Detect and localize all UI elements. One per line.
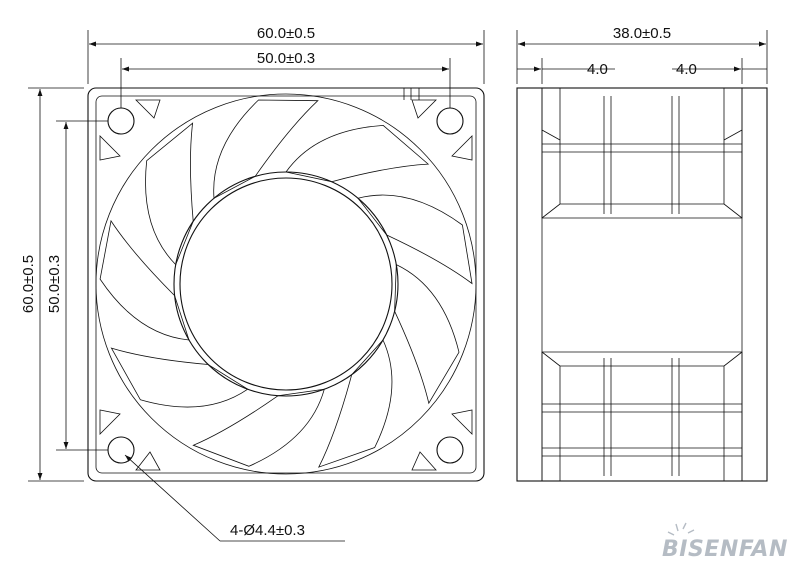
fan-blade — [357, 194, 473, 285]
fan-frame-inner — [95, 95, 477, 474]
mounting-hole-top-left — [107, 107, 135, 135]
fan-blade — [110, 347, 249, 408]
dim-label-hole-spacing-height: 50.0±0.3 — [46, 255, 63, 313]
cable-notch — [403, 88, 420, 100]
fan-blade — [99, 219, 190, 341]
dim-label-mounting-holes: 4-Ø4.4±0.3 — [230, 522, 305, 539]
fan-blade — [213, 99, 319, 199]
dim-label-flange-left: 4.0 — [587, 61, 608, 78]
side-frame-outline — [516, 87, 768, 482]
fan-blade — [285, 124, 430, 183]
logo-text: BISENFAN — [662, 537, 788, 562]
fan-hub-outer — [173, 171, 399, 397]
fan-blade — [145, 122, 194, 266]
dim-label-hole-spacing-width: 50.0±0.3 — [257, 50, 315, 67]
fan-housing-ring — [95, 93, 477, 475]
front-view: 60.0±0.5 50.0±0.3 60.0±0.5 50.0±0.3 4-Ø4… — [20, 25, 485, 542]
fan-blade — [317, 339, 393, 468]
fan-blades — [99, 99, 473, 468]
side-lower-window — [541, 351, 743, 481]
fan-blade — [394, 263, 460, 405]
brand-logo: BISENFAN — [662, 522, 788, 562]
dim-label-outer-width: 60.0±0.5 — [257, 25, 315, 42]
side-view: 38.0±0.5 4.0 4.0 — [516, 25, 768, 482]
mounting-hole-top-right — [436, 107, 464, 135]
hole-leader-line — [124, 454, 221, 542]
fan-hub — [179, 177, 393, 391]
dim-label-outer-height: 60.0±0.5 — [20, 255, 37, 313]
logo-spark-icon — [667, 522, 695, 536]
fan-blade — [192, 388, 325, 467]
dim-label-depth: 38.0±0.5 — [613, 25, 671, 42]
mounting-hole-bottom-right — [436, 436, 464, 464]
corner-struts — [99, 99, 473, 471]
side-upper-window — [541, 88, 743, 219]
dim-label-flange-right: 4.0 — [676, 61, 697, 78]
fan-frame-outline — [87, 87, 485, 482]
